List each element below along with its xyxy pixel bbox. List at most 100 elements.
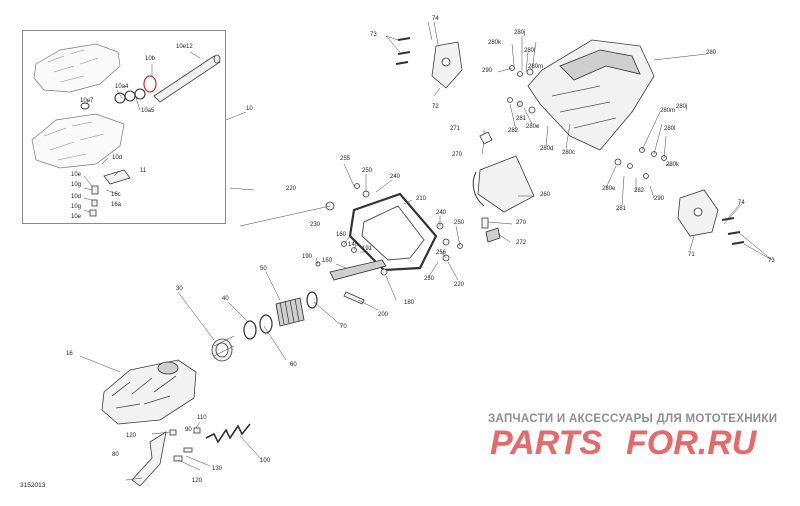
adapter-30: [211, 335, 235, 362]
callout-73-2: 73: [768, 258, 775, 264]
support-frame-210: [348, 192, 438, 272]
callout-160: 160: [336, 232, 347, 238]
callout-10e: 10e: [71, 172, 82, 178]
callout-240: 240: [390, 174, 401, 180]
callout-100: 100: [260, 458, 271, 464]
air-intake-silencer-16: [101, 359, 197, 425]
clip-11: [89, 169, 131, 217]
callout-200: 200: [378, 312, 389, 318]
callout-280e-2: 280e: [602, 186, 616, 192]
callout-10d-2: 10d: [71, 194, 82, 200]
callout-130: 130: [212, 466, 223, 472]
callout-11: 11: [140, 168, 147, 174]
svg-text:FOR.RU: FOR.RU: [626, 424, 758, 462]
callout-16c: 16c: [111, 192, 121, 198]
callout-282-2: 282: [634, 188, 645, 194]
callout-220: 220: [286, 186, 297, 192]
callout-280l: 280l: [524, 48, 536, 54]
mount-270-272: [479, 131, 501, 243]
callout-271: 271: [450, 126, 461, 132]
callout-280j-2: 280j: [676, 104, 688, 110]
callout-30: 30: [176, 286, 183, 292]
callout-255: 255: [340, 156, 351, 162]
muffler-cover-280: [527, 39, 655, 151]
callout-280k-2: 280k: [666, 162, 680, 168]
callout-260: 260: [540, 192, 551, 198]
callout-120: 120: [126, 433, 137, 439]
callout-16: 16: [66, 351, 73, 357]
callout-281-2: 281: [616, 206, 627, 212]
callout-280e: 280e: [526, 124, 540, 130]
heat-shield-260: [472, 155, 535, 213]
callout-10g-2: 10g: [71, 204, 82, 210]
leader-lines: [79, 21, 773, 481]
callout-220-2: 220: [454, 282, 465, 288]
callout-110: 110: [197, 415, 207, 421]
watermark-brand-logo: PARTS FOR.RU: [490, 424, 758, 462]
callout-50: 50: [260, 266, 267, 272]
callout-10a4: 10a4: [115, 84, 129, 90]
callout-290-2: 290: [654, 196, 665, 202]
callout-40: 40: [222, 296, 229, 302]
callout-280l-2: 280l: [664, 126, 676, 132]
callout-16a: 16a: [111, 202, 122, 208]
bellows-50: [275, 297, 305, 327]
svg-text:PARTS: PARTS: [490, 424, 602, 462]
callout-282: 282: [508, 128, 519, 134]
callout-280: 280: [706, 50, 717, 56]
drawing-number: 3152013: [20, 482, 46, 489]
callout-272: 272: [516, 240, 527, 246]
clamp-40: [243, 320, 257, 340]
callout-10a5: 10a5: [141, 108, 155, 114]
callout-191: 191: [362, 246, 373, 252]
callout-80: 80: [112, 452, 119, 458]
callout-280m-2: 280m: [660, 108, 676, 114]
callout-74: 74: [432, 16, 439, 22]
callout-190: 190: [302, 254, 313, 260]
callout-71: 71: [688, 252, 695, 258]
callout-240-2: 240: [436, 210, 447, 216]
callout-280m: 280m: [528, 64, 544, 70]
bracket-72: [395, 37, 463, 89]
callout-140: 140: [348, 242, 359, 248]
hose-80: [131, 431, 167, 487]
callout-210: 210: [416, 196, 427, 202]
callout-10e12: 10e12: [176, 44, 193, 50]
callout-10b: 10b: [145, 56, 156, 62]
callout-256: 256: [436, 250, 447, 256]
callout-270-2: 270: [516, 220, 527, 226]
pin-200: [343, 291, 365, 305]
callout-180: 180: [404, 300, 415, 306]
callout-70: 70: [340, 324, 347, 330]
callout-290: 290: [482, 68, 493, 74]
callout-150: 150: [322, 258, 333, 264]
callout-270: 270: [452, 152, 463, 158]
callout-10d: 10d: [112, 155, 123, 161]
cover-fasteners: [507, 65, 667, 179]
spring-100: [205, 423, 251, 444]
callout-120-2: 120: [192, 478, 203, 484]
callout-230: 230: [310, 222, 321, 228]
callout-74-2: 74: [738, 200, 745, 206]
o-rings: [80, 75, 157, 110]
callout-280j: 280j: [514, 30, 526, 36]
callout-10: 10: [246, 106, 253, 112]
callout-280c: 280c: [562, 150, 576, 156]
link-rod-150: [329, 259, 387, 281]
callout-72: 72: [432, 104, 439, 110]
callout-90: 90: [185, 427, 192, 433]
tube-10e12: [153, 54, 221, 103]
bracket-71: [677, 189, 745, 245]
watermark-caption: ЗАПЧАСТИ И АКСЕССУАРЫ ДЛЯ МОТОТЕХНИКИ: [488, 413, 778, 425]
intake-manifold-outline-top: [33, 43, 121, 93]
callout-280k: 280k: [488, 40, 502, 46]
callout-60: 60: [290, 362, 297, 368]
inset-frame: [22, 30, 226, 224]
intake-manifold-outline-bottom: [31, 113, 125, 169]
callout-250-2: 250: [454, 220, 465, 226]
callout-280d: 280d: [540, 146, 554, 152]
callout-73: 73: [370, 32, 377, 38]
callout-10e7: 10e7: [80, 98, 94, 104]
callout-230-2: 230: [424, 276, 435, 282]
